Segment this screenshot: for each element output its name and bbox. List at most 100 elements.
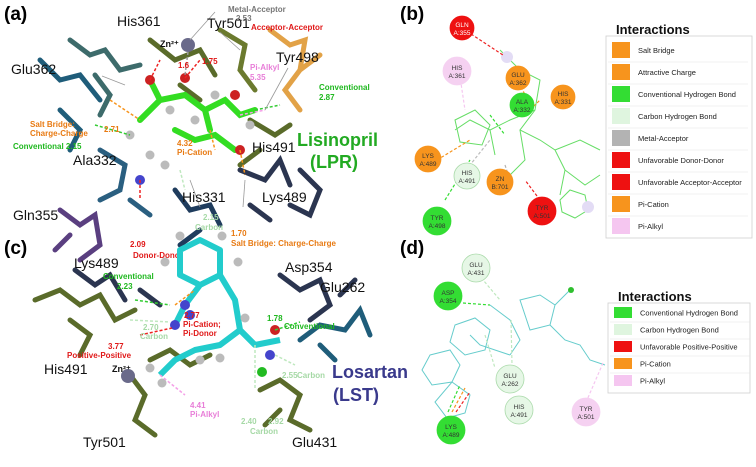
panel-b-node-circle <box>527 196 557 226</box>
panel-a-annotation: Pi-Alkyl <box>250 63 279 72</box>
panel-a-annotation: Acceptor-Acceptor <box>251 23 323 32</box>
panel-d-node-label: A:262 <box>502 381 519 388</box>
panel-b-node-label: A:491 <box>459 178 476 185</box>
panel-b-node-label: A:501 <box>534 213 551 220</box>
panel-b-node-circle <box>449 15 475 41</box>
panel-c-annotation: Conventional <box>284 322 335 331</box>
panel-a-zinc-atom <box>181 38 195 52</box>
legend-label: Unfavorable Acceptor-Acceptor <box>638 178 742 187</box>
panel-c-annotation: 2.40 <box>241 417 257 426</box>
panel-c-annotation: 4.41 <box>190 401 206 410</box>
panel-a-annotation: 2.71 <box>104 125 120 134</box>
panel-a-residue-label: Glu362 <box>11 61 56 77</box>
panel-c-zinc-label: Zn²⁺ <box>112 364 131 374</box>
panel-a-annotation: Carbon <box>195 223 223 232</box>
panel-a: (a) His361 Tyr501 Glu362 Tyr498 Ala332 H… <box>4 4 378 263</box>
panel-c-residue-label: Glu431 <box>292 434 337 450</box>
panel-c-hydrogen-atom <box>157 378 167 388</box>
legend-swatch <box>614 341 632 352</box>
panel-d-interaction-lines <box>447 273 604 413</box>
panel-a-ligand-code: (LPR) <box>310 152 358 172</box>
legend-swatch <box>612 196 630 212</box>
legend-swatch <box>612 174 630 190</box>
legend-label: Salt Bridge <box>638 46 675 55</box>
panel-d-node-circle <box>433 281 463 311</box>
panel-b-node-label: HIS <box>558 91 570 98</box>
panel-c-hydrogen-atom <box>215 353 225 363</box>
legend-swatch <box>614 375 632 386</box>
legend-label: Pi-Cation <box>640 360 671 369</box>
legend-label: Conventional Hydrogen Bond <box>640 309 738 318</box>
legend-swatch <box>612 64 630 80</box>
panel-d-node-label: A:354 <box>440 298 457 305</box>
panel-c-annotation: 2.92 <box>268 417 284 426</box>
panel-a-leader-lines <box>101 11 289 208</box>
panel-b-node-circle <box>509 92 535 118</box>
panel-a-hydrogen-atom <box>165 105 175 115</box>
panel-a-residue-label: Ala332 <box>73 152 117 168</box>
panel-c-residue-label: Glu262 <box>320 279 365 295</box>
panel-b-node-circle <box>550 84 576 110</box>
panel-a-residue-label: Tyr498 <box>276 49 319 65</box>
panel-d-node-label: A:489 <box>443 432 460 439</box>
panel-c-hydrogen-atom <box>175 231 185 241</box>
panel-a-residue-sticks <box>37 27 323 263</box>
panel-a-annotation: Conventional 2.15 <box>13 142 82 151</box>
panel-d-node-label: ASP <box>441 290 454 297</box>
panel-b-pi-blob <box>582 201 594 213</box>
panel-b-node-label: A:362 <box>510 80 527 87</box>
panel-c-ligand-code: (LST) <box>333 385 379 405</box>
panel-b-node-circle <box>422 206 452 236</box>
legend-swatch <box>614 307 632 318</box>
panel-b-node-label: TYR <box>431 215 444 222</box>
panel-a-annotation: Metal-Acceptor <box>228 5 286 14</box>
panel-a-annotation: Conventional <box>319 83 370 92</box>
panel-b-node-label: A:355 <box>454 30 471 37</box>
panel-b-residue-node: ZNB:701 <box>486 168 514 196</box>
panel-b-node-label: ALA <box>516 99 529 106</box>
panel-d-node-label: TYR <box>580 406 593 413</box>
panel-c-residue-sticks <box>32 267 373 438</box>
panel-d-ligand-skeleton <box>421 289 606 419</box>
panel-b-node-label: A:498 <box>429 223 446 230</box>
panel-c-zinc-atom <box>121 369 135 383</box>
legend-swatch <box>614 358 632 369</box>
panel-a-interaction-lines <box>94 51 281 200</box>
panel-d-nodes: GLUA:431ASPA:354GLUA:262HISA:491LYSA:489… <box>433 253 601 445</box>
panel-b-node-label: A:361 <box>449 73 466 80</box>
legend-label: Metal-Acceptor <box>638 134 689 143</box>
panel-c-annotation: 2.55 <box>282 371 298 380</box>
panel-d: (d) GLUA:431ASPA:354GLUA:262HISA:491LYSA… <box>400 238 751 445</box>
panel-c-chlorine-atom <box>257 367 267 377</box>
panel-b-node-circle <box>414 145 442 173</box>
panel-a-annotation: Salt Bridge: Charge-Charge <box>231 239 336 248</box>
panel-c-nitrogen-atom <box>180 300 190 310</box>
panel-a-annotation: 2.87 <box>319 93 335 102</box>
panel-a-annotation: Donor-Donor <box>133 251 183 260</box>
panel-c-annotation: Pi-Donor <box>183 329 217 338</box>
legend-label: Pi-Cation <box>638 200 669 209</box>
panel-a-annotation: 2.53 <box>236 14 252 23</box>
panel-c: (c) Lys489 Asp354 Glu262 His491 Tyr501 G… <box>4 231 408 450</box>
panel-b-node-label: HIS <box>452 65 464 72</box>
panel-b-legend-title: Interactions <box>616 22 690 37</box>
panel-a-residue-label: His361 <box>117 13 161 29</box>
panel-a-annotation: 2.15 <box>203 213 219 222</box>
panel-b-node-label: LYS <box>422 153 434 160</box>
panel-a-annotation: 1.6 <box>178 61 190 70</box>
panel-b-node-circle <box>486 168 514 196</box>
panel-d-legend-title: Interactions <box>618 289 692 304</box>
panel-c-residue-label: Lys489 <box>74 255 119 271</box>
panel-c-nitrogen-atom <box>185 310 195 320</box>
